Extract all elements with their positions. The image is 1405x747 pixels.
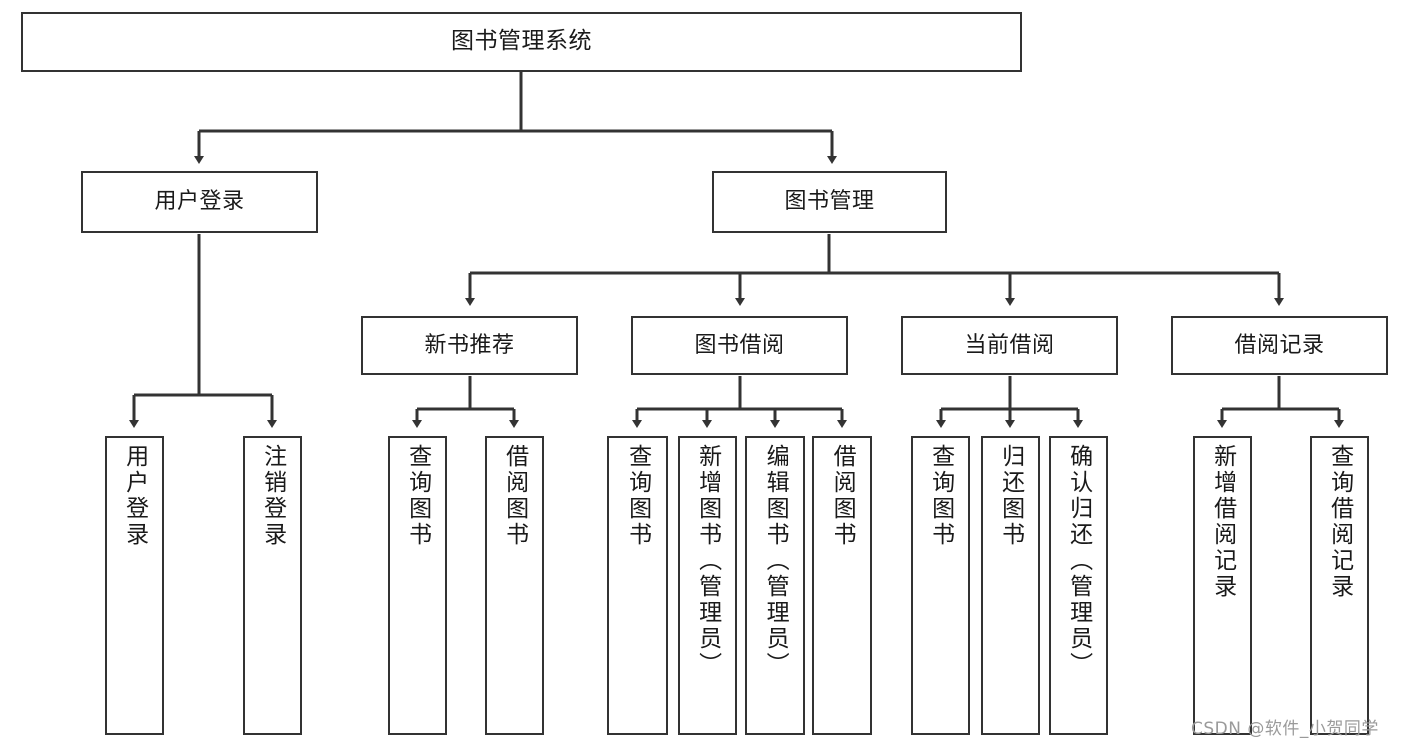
node-current-borrow[interactable]: 当前借阅 (901, 316, 1118, 375)
leaf-query-book-borrow[interactable]: 查询图书 (607, 436, 668, 735)
node-label: 新增图书（管理员） (694, 444, 721, 678)
leaf-query-borrow-record[interactable]: 查询借阅记录 (1310, 436, 1369, 735)
leaf-edit-book-admin[interactable]: 编辑图书（管理员） (745, 436, 805, 735)
node-label: 确认归还（管理员） (1065, 444, 1092, 678)
node-label: 注销登录 (259, 444, 286, 548)
node-label: 借阅记录 (1234, 332, 1325, 358)
node-label: 查询图书 (624, 444, 651, 548)
node-label: 编辑图书（管理员） (762, 444, 789, 678)
node-new-book-recommend[interactable]: 新书推荐 (361, 316, 578, 375)
leaf-borrow-book[interactable]: 借阅图书 (812, 436, 872, 735)
node-label: 图书管理系统 (451, 28, 592, 55)
node-label: 查询借阅记录 (1326, 444, 1353, 600)
node-label: 归还图书 (997, 444, 1024, 548)
leaf-add-borrow-record[interactable]: 新增借阅记录 (1193, 436, 1252, 735)
leaf-add-book-admin[interactable]: 新增图书（管理员） (678, 436, 737, 735)
leaf-borrow-book-recommend[interactable]: 借阅图书 (485, 436, 544, 735)
node-label: 当前借阅 (964, 332, 1055, 358)
watermark: CSDN @软件_小贺同学 (1191, 719, 1379, 739)
node-label: 新增借阅记录 (1209, 444, 1236, 600)
leaf-confirm-return-admin[interactable]: 确认归还（管理员） (1049, 436, 1108, 735)
leaf-query-book-recommend[interactable]: 查询图书 (388, 436, 447, 735)
node-borrow-record[interactable]: 借阅记录 (1171, 316, 1388, 375)
node-label: 用户登录 (154, 189, 245, 215)
node-root[interactable]: 图书管理系统 (21, 12, 1022, 72)
leaf-return-book[interactable]: 归还图书 (981, 436, 1040, 735)
node-label: 查询图书 (404, 444, 431, 548)
node-label: 新书推荐 (424, 332, 515, 358)
node-label: 图书借阅 (694, 332, 785, 358)
leaf-user-login[interactable]: 用户登录 (105, 436, 164, 735)
node-book-borrow[interactable]: 图书借阅 (631, 316, 848, 375)
leaf-logout[interactable]: 注销登录 (243, 436, 302, 735)
node-label: 图书管理 (784, 189, 875, 215)
node-label: 借阅图书 (829, 444, 856, 548)
node-user-login[interactable]: 用户登录 (81, 171, 318, 233)
node-book-management[interactable]: 图书管理 (712, 171, 947, 233)
leaf-query-book-current[interactable]: 查询图书 (911, 436, 970, 735)
node-label: 查询图书 (927, 444, 954, 548)
node-label: 借阅图书 (501, 444, 528, 548)
node-label: 用户登录 (121, 444, 148, 548)
